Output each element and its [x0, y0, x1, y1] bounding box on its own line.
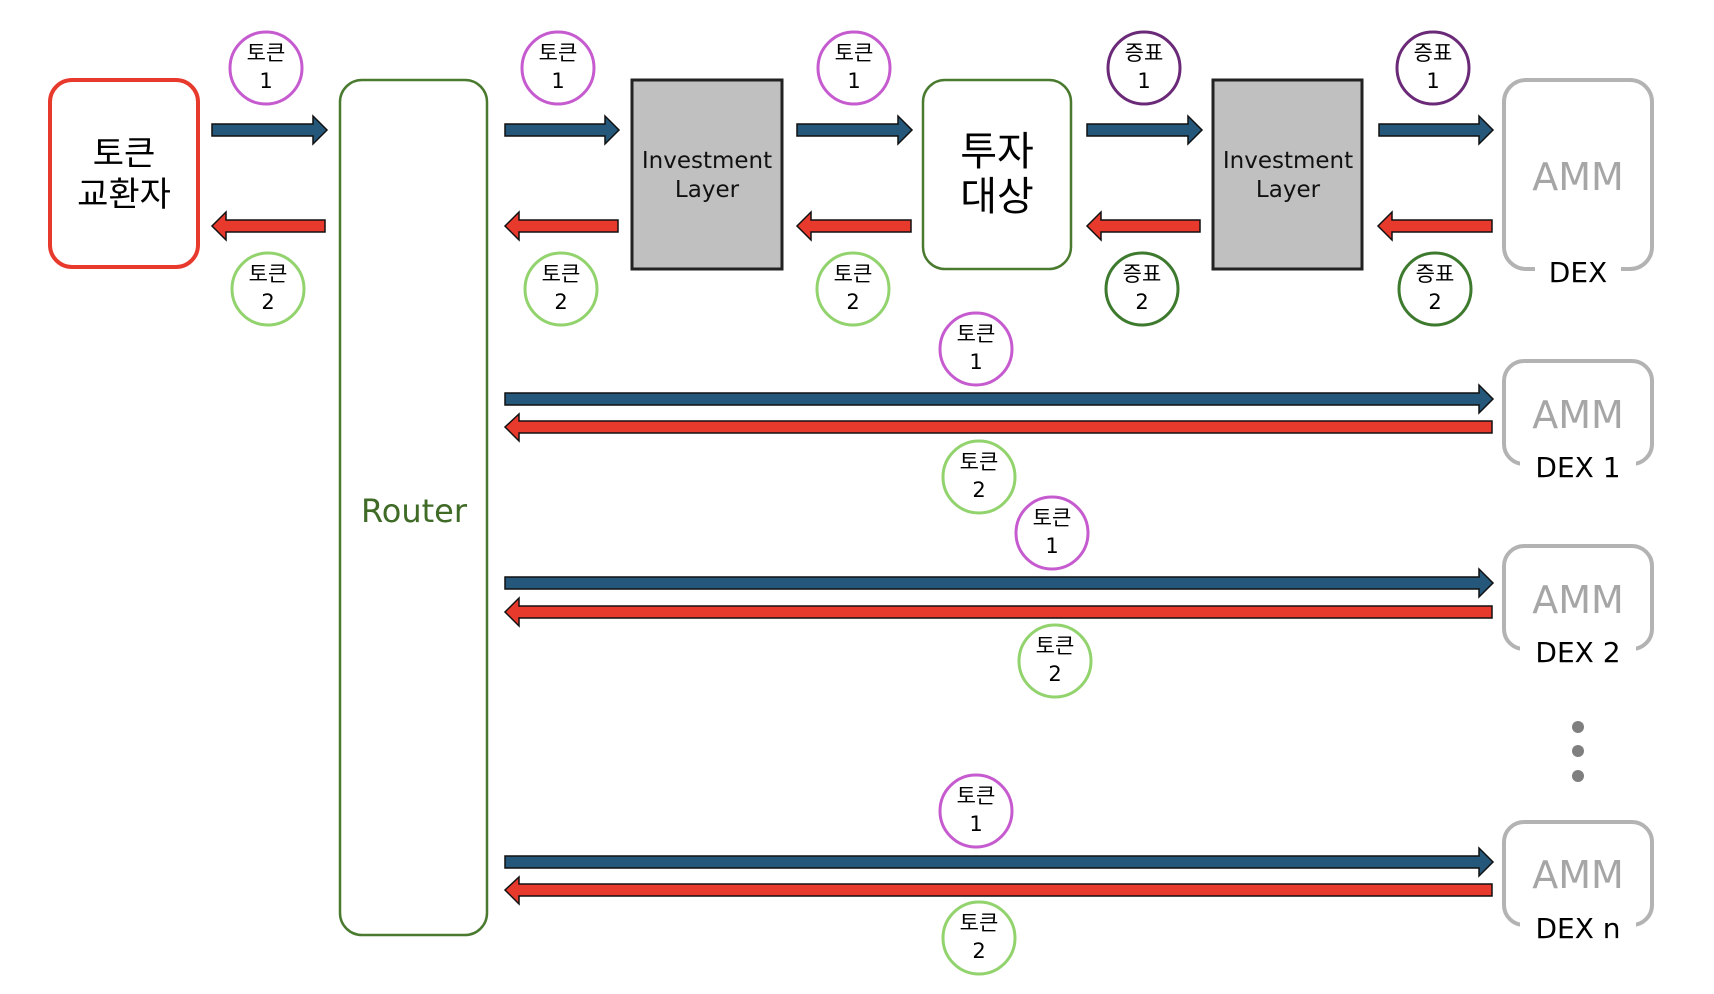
svg-text:토큰: 토큰 — [1036, 634, 1075, 658]
share-2-badge: 증표 2 — [1397, 251, 1473, 327]
svg-text:1: 1 — [1426, 69, 1439, 93]
svg-text:토큰: 토큰 — [835, 41, 874, 65]
amm-dex-2: AMM DEX 2 — [1502, 544, 1654, 669]
svg-text:토큰: 토큰 — [247, 41, 286, 65]
svg-text:2: 2 — [1428, 290, 1441, 314]
investment-target-line2: 대상 — [960, 174, 1034, 220]
svg-text:증표: 증표 — [1123, 262, 1162, 286]
router-node: Router — [338, 78, 489, 937]
arrow-target-to-layer1 — [795, 210, 912, 242]
svg-text:토큰: 토큰 — [834, 262, 873, 286]
token-swapper-node: 토큰 교환자 — [48, 78, 200, 269]
svg-text:증표: 증표 — [1416, 262, 1455, 286]
arrow-router-to-swapper — [210, 210, 326, 242]
svg-text:토큰: 토큰 — [539, 41, 578, 65]
amm-label: AMM — [1532, 393, 1624, 437]
token-1-badge: 토큰 1 — [816, 30, 892, 106]
amm-label: AMM — [1532, 578, 1624, 622]
svg-text:2: 2 — [261, 290, 274, 314]
svg-text:2: 2 — [1135, 290, 1148, 314]
investment-layer-2-line2: Layer — [1256, 177, 1321, 203]
arrow-dex1-to-router — [503, 412, 1493, 443]
token-swapper-label-line2: 교환자 — [77, 175, 171, 215]
svg-text:1: 1 — [969, 812, 982, 836]
token-1-badge: 토큰 1 — [520, 30, 596, 106]
svg-text:토큰: 토큰 — [960, 450, 999, 474]
arrow-layer1-to-router — [503, 210, 619, 242]
token-swapper-label-line1: 토큰 — [93, 134, 156, 174]
investment-target-node: 투자 대상 — [921, 78, 1073, 271]
arrow-dexn-to-router — [503, 875, 1493, 906]
investment-layer-1-line2: Layer — [675, 177, 740, 203]
svg-text:2: 2 — [972, 478, 985, 502]
investment-target-line1: 투자 — [960, 129, 1034, 175]
svg-text:1: 1 — [1137, 69, 1150, 93]
token-2-badge: 토큰 2 — [230, 251, 306, 327]
svg-text:토큰: 토큰 — [249, 262, 288, 286]
svg-text:증표: 증표 — [1125, 41, 1164, 65]
svg-text:1: 1 — [847, 69, 860, 93]
arrow-router-to-dexn — [504, 846, 1495, 878]
investment-layer-2-line1: Investment — [1223, 148, 1353, 174]
token-2-badge: 토큰 2 — [1017, 623, 1093, 699]
dex-label: DEX — [1549, 256, 1607, 289]
dex-label: DEX 1 — [1535, 451, 1620, 484]
svg-text:1: 1 — [551, 69, 564, 93]
svg-text:1: 1 — [259, 69, 272, 93]
token-2-badge: 토큰 2 — [523, 251, 599, 327]
amm-dex-n: AMM DEX n — [1502, 820, 1654, 945]
arrow-router-to-dex1 — [504, 383, 1495, 415]
token-1-badge: 토큰 1 — [228, 30, 304, 106]
amm-label: AMM — [1532, 155, 1624, 199]
vertical-ellipsis-icon — [1572, 721, 1584, 782]
amm-dex-top: AMM DEX — [1502, 78, 1654, 289]
share-1-badge: 증표 1 — [1106, 30, 1182, 106]
svg-text:2: 2 — [972, 939, 985, 963]
svg-text:2: 2 — [1048, 662, 1061, 686]
svg-text:1: 1 — [969, 350, 982, 374]
token-1-badge: 토큰 1 — [1014, 495, 1090, 571]
token-2-badge: 토큰 2 — [815, 251, 891, 327]
arrow-router-to-dex2 — [504, 567, 1495, 599]
investment-layer-1-line1: Investment — [642, 148, 772, 174]
arrow-router-to-layer1 — [504, 114, 621, 146]
token-1-badge: 토큰 1 — [938, 773, 1014, 849]
svg-text:2: 2 — [846, 290, 859, 314]
investment-layer-2: Investment Layer — [1211, 78, 1364, 271]
svg-text:토큰: 토큰 — [542, 262, 581, 286]
arrow-target-to-layer2 — [1086, 114, 1204, 146]
token-2-badge: 토큰 2 — [941, 900, 1017, 976]
svg-text:토큰: 토큰 — [960, 911, 999, 935]
token-1-badge: 토큰 1 — [938, 311, 1014, 387]
dex-label: DEX 2 — [1535, 636, 1620, 669]
investment-layer-1: Investment Layer — [630, 78, 784, 271]
svg-text:증표: 증표 — [1414, 41, 1453, 65]
arrow-amm-to-layer2 — [1376, 210, 1493, 242]
arrow-layer1-to-target — [796, 114, 914, 146]
share-2-badge: 증표 2 — [1104, 251, 1180, 327]
share-1-badge: 증표 1 — [1395, 30, 1471, 106]
arrow-dex2-to-router — [503, 596, 1493, 628]
token-2-badge: 토큰 2 — [941, 439, 1017, 515]
svg-text:토큰: 토큰 — [957, 784, 996, 808]
arrow-layer2-to-amm — [1378, 114, 1495, 146]
arrow-layer2-to-target — [1085, 210, 1201, 242]
amm-label: AMM — [1532, 853, 1624, 897]
arrow-swapper-to-router — [211, 114, 329, 146]
router-label: Router — [361, 492, 468, 530]
svg-text:2: 2 — [554, 290, 567, 314]
amm-dex-1: AMM DEX 1 — [1502, 359, 1654, 484]
svg-text:1: 1 — [1045, 534, 1058, 558]
svg-text:토큰: 토큰 — [1033, 506, 1072, 530]
dex-label: DEX n — [1535, 912, 1620, 945]
svg-text:토큰: 토큰 — [957, 322, 996, 346]
